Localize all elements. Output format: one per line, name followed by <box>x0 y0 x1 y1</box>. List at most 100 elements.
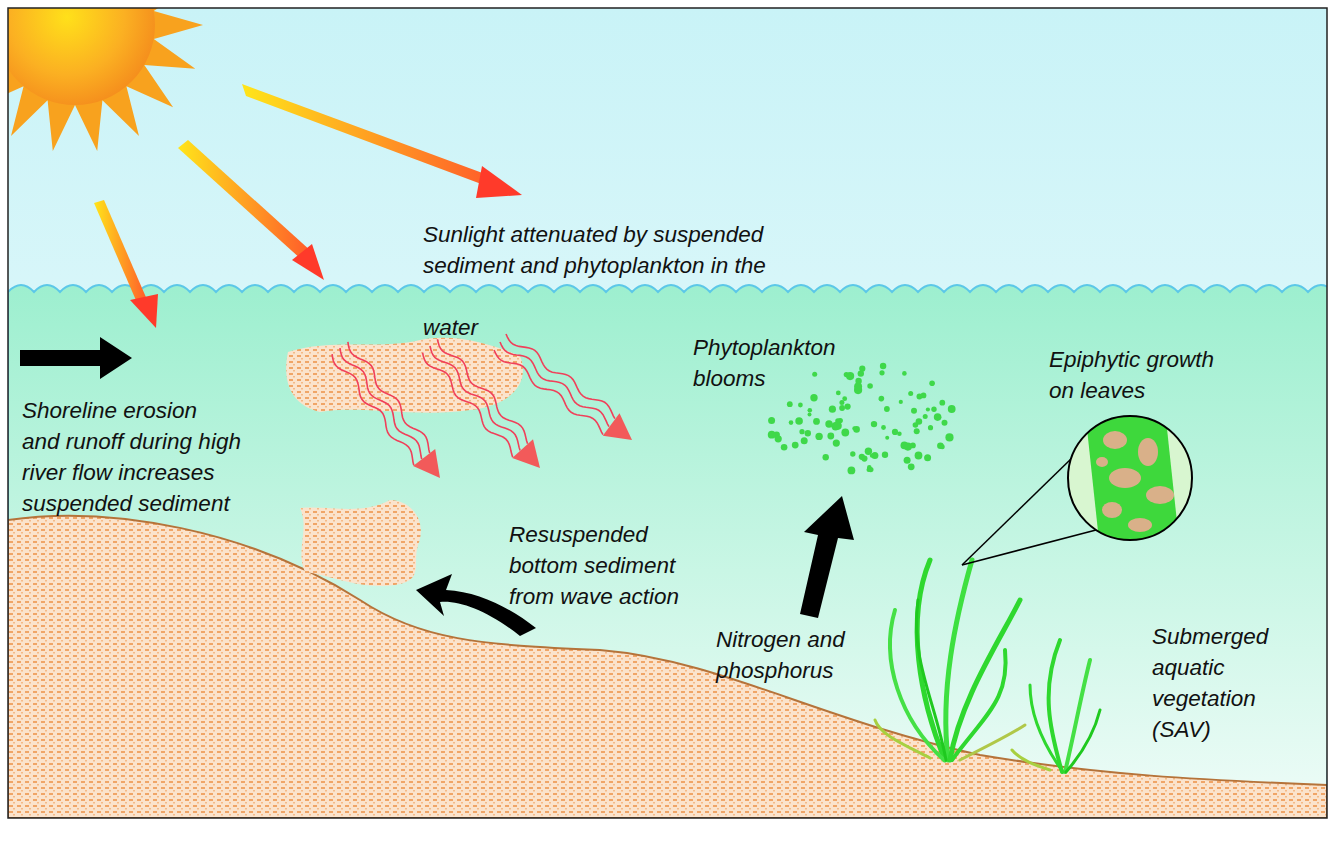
phytoplankton-dot <box>870 454 874 458</box>
magnifier-outline <box>1068 416 1192 540</box>
phytoplankton-dot <box>810 394 817 401</box>
phytoplankton-dot <box>842 396 847 401</box>
phytoplankton-dot <box>885 436 889 440</box>
phytoplankton-dot <box>931 407 936 412</box>
phytoplankton-dot <box>848 467 856 475</box>
phytoplankton-dot <box>859 454 865 460</box>
phytoplankton-dot <box>789 420 794 425</box>
resuspension-note: Resuspended bottom sediment from wave ac… <box>509 519 679 612</box>
phytoplankton-dot <box>787 401 793 407</box>
phytoplankton-dot <box>813 418 820 425</box>
phytoplankton-dot <box>839 405 845 411</box>
phytoplankton-dot <box>901 442 909 450</box>
phytoplankton-dot <box>908 463 915 470</box>
leader-line <box>962 456 1074 565</box>
phytoplankton-dot <box>948 405 956 413</box>
light-wave <box>506 334 615 419</box>
phytoplankton-dot <box>915 452 923 460</box>
bottom-sediment <box>8 516 1327 818</box>
phytoplankton-dot <box>939 400 945 406</box>
phytoplankton-dot <box>897 431 902 436</box>
light-arrowhead <box>603 413 632 440</box>
phytoplankton-dot <box>902 371 907 376</box>
phytoplankton-dot <box>934 413 942 421</box>
phytoplankton-dot <box>808 408 813 413</box>
phytoplankton-dot <box>792 442 799 449</box>
sun-rays <box>8 8 203 151</box>
phytoplankton-dot <box>768 431 776 439</box>
epiphyte-closeup <box>1060 410 1200 550</box>
light-wave <box>340 348 422 459</box>
phytoplankton-dot <box>808 412 812 416</box>
phytoplankton-dot <box>833 440 840 447</box>
leader-line <box>962 530 1096 565</box>
phytoplankton-dot <box>910 443 916 449</box>
phytoplankton-dot <box>921 393 927 399</box>
phytoplankton-label: Phytoplankton blooms <box>693 332 836 394</box>
phytoplankton-dot <box>937 443 944 450</box>
runoff-note: Shoreline erosion and runoff during high… <box>22 395 241 519</box>
light-wave <box>332 354 414 465</box>
phytoplankton-dot <box>801 437 808 444</box>
light-arrowhead <box>512 439 540 468</box>
nutrient-label: Nitrogen and phosphorus <box>716 624 845 686</box>
attenuated-light <box>332 334 632 478</box>
phytoplankton-dot <box>841 429 849 437</box>
phytoplankton-dot <box>924 454 931 461</box>
light-wave <box>494 350 603 435</box>
phytoplankton-dot <box>852 426 856 430</box>
runoff-arrow <box>20 337 132 379</box>
epiphyte-label: Epiphytic growth on leaves <box>1049 344 1214 406</box>
phytoplankton-dot <box>937 415 942 420</box>
sunlight-arrows <box>94 84 522 328</box>
phytoplankton-dot <box>914 428 920 434</box>
phytoplankton-dot <box>916 418 923 425</box>
phytoplankton-dot <box>812 372 817 377</box>
light-wave <box>423 353 513 458</box>
phytoplankton-dot <box>823 454 829 460</box>
phytoplankton-dot <box>798 403 803 408</box>
phytoplankton-dot <box>881 425 886 430</box>
phytoplankton-dot <box>879 396 885 402</box>
suspended-sediment <box>286 338 523 413</box>
nutrient-arrow <box>800 496 854 618</box>
sav-label: Submerged aquatic vegetation (SAV) <box>1152 621 1268 745</box>
phytoplankton-dot <box>775 435 782 442</box>
phytoplankton-dot <box>825 420 832 427</box>
sunlight-note: Sunlight attenuated by suspended sedimen… <box>423 219 766 343</box>
phytoplankton-dot <box>799 429 804 434</box>
phytoplankton-dot <box>899 400 903 404</box>
phytoplankton-dot <box>908 391 913 396</box>
phytoplankton-dot <box>882 452 888 458</box>
phytoplankton-dot <box>867 383 873 389</box>
phytoplankton-dot <box>859 366 865 372</box>
phytoplankton-dot <box>929 380 935 386</box>
phytoplankton-dot <box>868 467 873 472</box>
phytoplankton-dot <box>926 407 930 411</box>
seagrass <box>875 560 1100 772</box>
light-arrowhead <box>413 449 440 478</box>
sun <box>8 8 155 105</box>
phytoplankton-dot <box>805 430 811 436</box>
phytoplankton-dot <box>904 457 911 464</box>
frame <box>8 8 1327 818</box>
phytoplankton-dot <box>834 422 842 430</box>
phytoplankton-dot <box>884 406 890 412</box>
phytoplankton-dot <box>827 433 834 440</box>
phytoplankton-dot <box>928 425 933 430</box>
phytoplankton-dot <box>911 408 917 414</box>
phytoplankton-dot <box>880 363 886 369</box>
phytoplankton-dot <box>829 406 836 413</box>
phytoplankton-dot <box>846 372 854 380</box>
water <box>8 285 1327 818</box>
phytoplankton-dot <box>815 433 822 440</box>
phytoplankton-dot <box>871 421 877 427</box>
sun-rays <box>8 8 203 151</box>
phytoplankton-dot <box>923 414 928 419</box>
phytoplankton-dot <box>845 404 851 410</box>
light-wave <box>500 342 609 427</box>
phytoplankton-dot <box>795 417 803 425</box>
suspended-sediment <box>300 500 421 586</box>
